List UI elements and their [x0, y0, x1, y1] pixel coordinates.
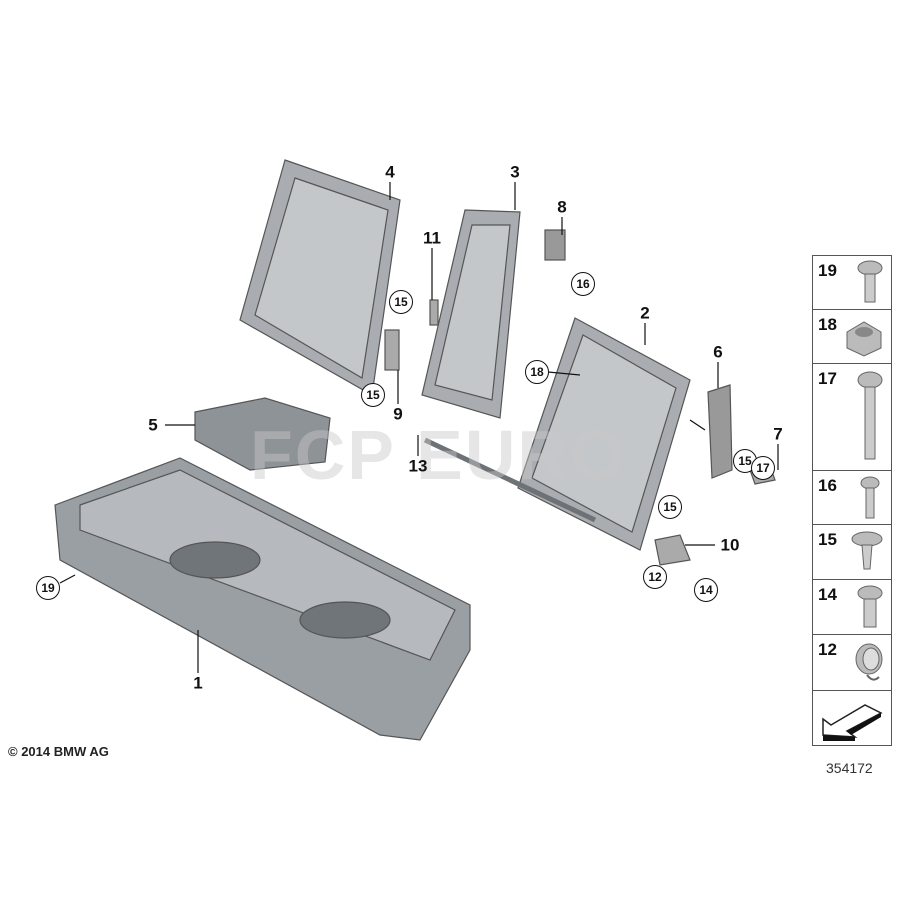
legend-item-16[interactable]: 16 [813, 471, 891, 525]
callout-4[interactable]: 4 [385, 162, 395, 182]
flange-screw-icon [851, 531, 883, 570]
callout-16[interactable]: 16 [571, 272, 595, 296]
pan-head-screw-icon [857, 260, 883, 303]
forward-arrow-box [813, 691, 891, 745]
callout-5[interactable]: 5 [148, 415, 158, 435]
callout-15[interactable]: 15 [389, 290, 413, 314]
callout-17[interactable]: 17 [751, 456, 775, 480]
legend-item-18[interactable]: 18 [813, 310, 891, 364]
callout-11[interactable]: 11 [423, 228, 441, 248]
callout-2[interactable]: 2 [640, 303, 650, 323]
legend-item-19[interactable]: 19 [813, 256, 891, 310]
watermark: FCP EURO [250, 416, 627, 494]
legend-item-12[interactable]: 12 [813, 635, 891, 691]
flange-nut-icon [846, 321, 882, 357]
callout-15[interactable]: 15 [658, 495, 682, 519]
short-bolt-icon [860, 476, 880, 519]
callout-7[interactable]: 7 [773, 424, 783, 444]
callout-6[interactable]: 6 [713, 342, 723, 362]
long-bolt-icon [857, 371, 883, 460]
callout-10[interactable]: 10 [720, 535, 740, 555]
shoulder-bolt-icon [857, 585, 883, 628]
clip-nut-icon [855, 643, 883, 681]
legend-item-14[interactable]: 14 [813, 580, 891, 635]
forward-arrow-icon [822, 704, 883, 741]
copyright: © 2014 BMW AG [8, 744, 109, 759]
callout-12[interactable]: 12 [643, 565, 667, 589]
callout-19[interactable]: 19 [36, 576, 60, 600]
callout-13[interactable]: 13 [408, 456, 428, 476]
legend-item-17[interactable]: 17 [813, 364, 891, 471]
callout-14[interactable]: 14 [694, 578, 718, 602]
callout-9[interactable]: 9 [393, 404, 403, 424]
callout-18[interactable]: 18 [525, 360, 549, 384]
armrest-cover [194, 397, 331, 471]
callout-15[interactable]: 15 [361, 383, 385, 407]
legend-item-15[interactable]: 15 [813, 525, 891, 580]
callout-1[interactable]: 1 [193, 673, 203, 693]
fastener-legend: 19 18 17 16 15 14 12 [812, 255, 892, 746]
callout-8[interactable]: 8 [557, 197, 567, 217]
callout-3[interactable]: 3 [510, 162, 520, 182]
image-number: 354172 [826, 760, 873, 776]
